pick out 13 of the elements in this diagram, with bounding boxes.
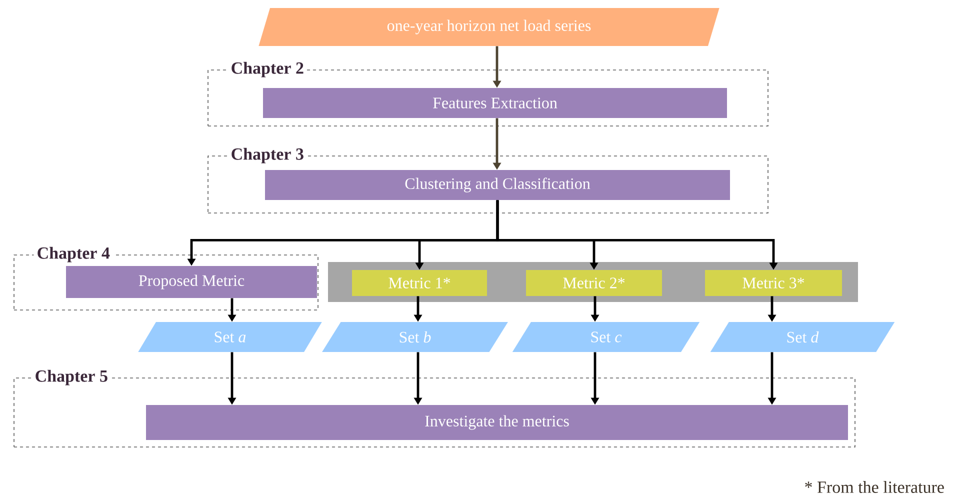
process-box: Clustering and Classification (265, 170, 730, 200)
input-parallelogram: one-year horizon net load series (258, 8, 720, 46)
metric-box: Metric 2* (526, 270, 662, 296)
set-parallelogram: Set b (322, 322, 508, 352)
process-box: Investigate the metrics (146, 405, 848, 440)
process-box: Features Extraction (263, 88, 727, 118)
set-parallelogram: Set d (710, 322, 895, 352)
set-parallelogram: Set c (512, 322, 700, 352)
metric-box: Metric 1* (352, 270, 487, 296)
process-box: Proposed Metric (66, 266, 317, 298)
footnote: * From the literature (805, 481, 944, 493)
metric-box: Metric 3* (705, 270, 842, 296)
set-parallelogram: Set a (138, 322, 322, 352)
